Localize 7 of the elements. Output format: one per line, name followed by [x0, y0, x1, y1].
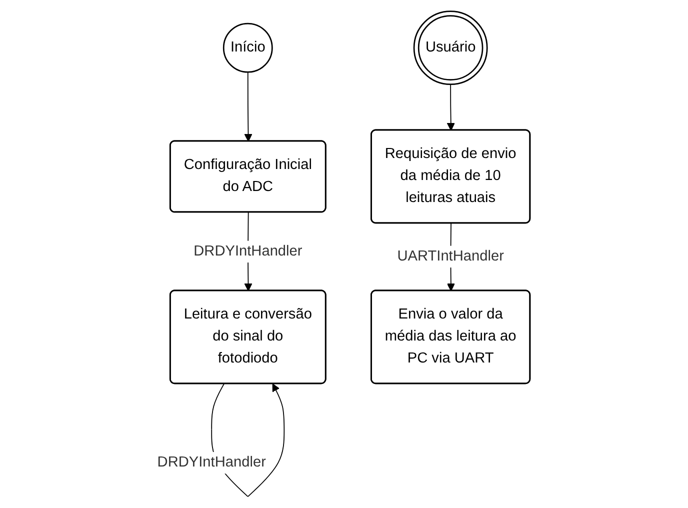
edge-label: DRDYIntHandler: [194, 243, 303, 259]
node-circle: Início: [223, 22, 274, 73]
node-circle: Usuário: [414, 10, 488, 86]
edge-label: UARTIntHandler: [398, 248, 504, 264]
arrow: [447, 84, 456, 131]
arrow: [244, 72, 253, 142]
edge-label: DRDYIntHandler: [158, 454, 266, 470]
